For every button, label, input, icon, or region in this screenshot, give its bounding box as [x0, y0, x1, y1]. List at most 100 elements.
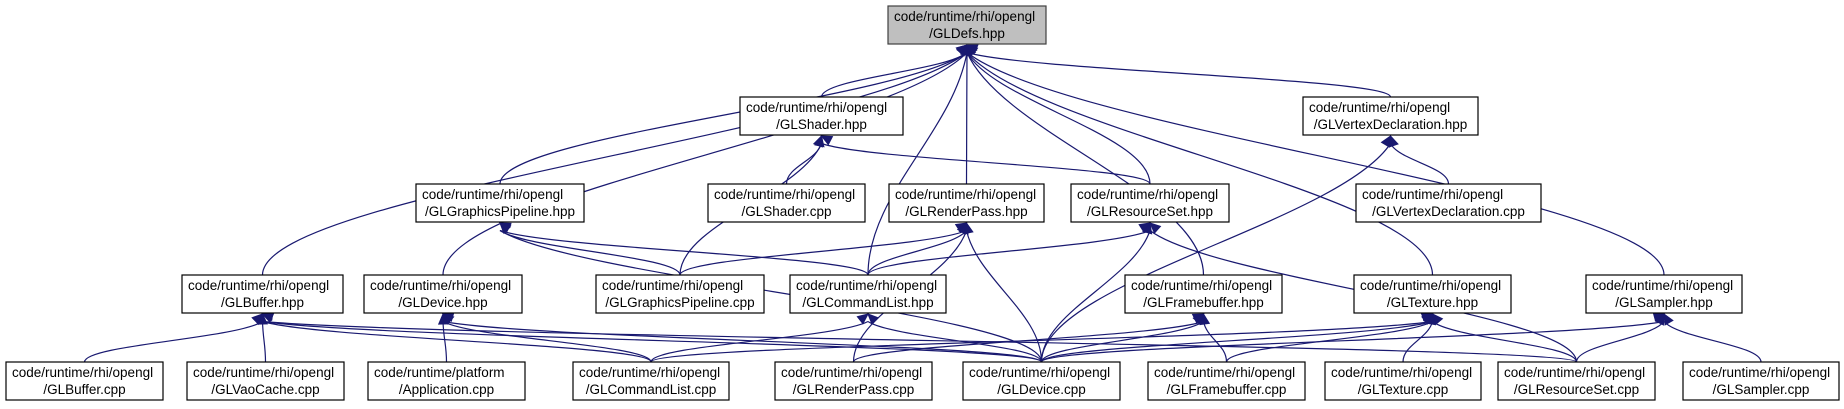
node-tex_c[interactable]: code/runtime/rhi/opengl/GLTexture.cpp [1324, 361, 1482, 401]
edge-device_c-to-rset_h [1040, 221, 1153, 363]
node-label-line2: /GLVaoCache.cpp [211, 382, 319, 397]
node-label-line1: code/runtime/rhi/opengl [1331, 365, 1472, 380]
node-label-line2: /GLDefs.hpp [929, 26, 1005, 41]
edge-rpass_c-to-fbuf_h [852, 313, 1205, 363]
node-label-line2: /Application.cpp [399, 382, 494, 397]
node-label-line2: /GLCommandList.cpp [586, 382, 717, 397]
edge-rset_c-to-sampler_h [1575, 312, 1665, 363]
node-box [1585, 274, 1743, 314]
node-label-line1: code/runtime/rhi/opengl [370, 278, 511, 293]
node-box [572, 361, 730, 401]
node-box [595, 274, 765, 314]
node-gpipe_h[interactable]: code/runtime/rhi/opengl/GLGraphicsPipeli… [415, 183, 585, 223]
node-box [186, 361, 345, 401]
node-label-line2: /GLGraphicsPipeline.hpp [425, 204, 575, 219]
node-buffer_h[interactable]: code/runtime/rhi/opengl/GLBuffer.hpp [181, 274, 344, 314]
node-rpass_h[interactable]: code/runtime/rhi/opengl/GLRenderPass.hpp [888, 183, 1045, 223]
node-gpipe_c[interactable]: code/runtime/rhi/opengl/GLGraphicsPipeli… [595, 274, 765, 314]
node-vao_c[interactable]: code/runtime/rhi/opengl/GLVaoCache.cpp [186, 361, 345, 401]
node-label-line1: code/runtime/rhi/opengl [1309, 100, 1450, 115]
node-shader_c[interactable]: code/runtime/rhi/opengl/GLShader.cpp [707, 183, 866, 223]
node-label-line2: /GLResourceSet.cpp [1514, 382, 1639, 397]
node-label-line1: code/runtime/rhi/opengl [894, 9, 1035, 24]
node-box [1124, 274, 1283, 314]
node-cmdlist_c[interactable]: code/runtime/rhi/opengl/GLCommandList.cp… [572, 361, 730, 401]
node-box [887, 5, 1047, 45]
node-label-line1: code/runtime/platform [374, 365, 505, 380]
node-device_h[interactable]: code/runtime/rhi/opengl/GLDevice.hpp [363, 274, 523, 314]
node-label-line1: code/runtime/rhi/opengl [714, 187, 855, 202]
node-label-line2: /GLTexture.cpp [1358, 382, 1449, 397]
node-box [181, 274, 344, 314]
node-fbuf_c[interactable]: code/runtime/rhi/opengl/GLFramebuffer.cp… [1147, 361, 1306, 401]
node-fbuf_h[interactable]: code/runtime/rhi/opengl/GLFramebuffer.hp… [1124, 274, 1283, 314]
node-rset_h[interactable]: code/runtime/rhi/opengl/GLResourceSet.hp… [1070, 183, 1230, 223]
edge-sampler_c-to-sampler_h [1663, 312, 1762, 363]
node-label-line1: code/runtime/rhi/opengl [1362, 187, 1503, 202]
node-box [1302, 96, 1479, 136]
node-label-line1: code/runtime/rhi/opengl [579, 365, 720, 380]
edge-rset_c-to-tex_h [1431, 313, 1578, 363]
node-box [1355, 183, 1542, 223]
node-rpass_c[interactable]: code/runtime/rhi/opengl/GLRenderPass.cpp [774, 361, 933, 401]
node-sampler_h[interactable]: code/runtime/rhi/opengl/GLSampler.hpp [1585, 274, 1743, 314]
node-box [707, 183, 866, 223]
node-label-line2: /GLDevice.cpp [997, 382, 1086, 397]
node-label-line1: code/runtime/rhi/opengl [12, 365, 153, 380]
node-tex_h[interactable]: code/runtime/rhi/opengl/GLTexture.hpp [1353, 274, 1512, 314]
edge-rset_c-to-buffer_h [261, 310, 1578, 363]
node-app_c[interactable]: code/runtime/platform/Application.cpp [367, 361, 526, 401]
nodes-layer: code/runtime/rhi/opengl/GLDefs.hppcode/r… [5, 5, 1840, 401]
node-label-line1: code/runtime/rhi/opengl [422, 187, 563, 202]
node-box [789, 274, 947, 314]
node-box [774, 361, 933, 401]
edge-device_c-to-vertex_h [1040, 134, 1392, 363]
node-box [5, 361, 164, 401]
node-box [1353, 274, 1512, 314]
node-sampler_c[interactable]: code/runtime/rhi/opengl/GLSampler.cpp [1682, 361, 1840, 401]
node-box [739, 96, 904, 136]
node-label-line1: code/runtime/rhi/opengl [1154, 365, 1295, 380]
node-shader_h[interactable]: code/runtime/rhi/opengl/GLShader.hpp [739, 96, 904, 136]
node-label-line1: code/runtime/rhi/opengl [1689, 365, 1830, 380]
node-label-line1: code/runtime/rhi/opengl [602, 278, 743, 293]
node-box [367, 361, 526, 401]
node-label-line1: code/runtime/rhi/opengl [1504, 365, 1645, 380]
node-rset_c[interactable]: code/runtime/rhi/opengl/GLResourceSet.cp… [1497, 361, 1656, 401]
edge-sampler_h-to-defs [966, 44, 1665, 276]
node-vertex_h[interactable]: code/runtime/rhi/opengl/GLVertexDeclarat… [1302, 96, 1479, 136]
edge-tex_h-to-defs [966, 44, 1434, 276]
node-device_c[interactable]: code/runtime/rhi/opengl/GLDevice.cpp [962, 361, 1121, 401]
node-box [1147, 361, 1306, 401]
node-label-line2: /GLRenderPass.hpp [905, 204, 1027, 219]
node-label-line2: /GLVertexDeclaration.hpp [1314, 117, 1468, 132]
node-label-line1: code/runtime/rhi/opengl [1077, 187, 1218, 202]
node-label-line1: code/runtime/rhi/opengl [193, 365, 334, 380]
node-label-line2: /GLBuffer.cpp [43, 382, 125, 397]
edge-device_c-to-cmdlist_h [867, 313, 1043, 363]
edge-buffer_c-to-buffer_h [83, 313, 264, 363]
edge-rset_h-to-shader_h [820, 135, 1151, 185]
node-label-line2: /GLSampler.hpp [1615, 295, 1713, 310]
node-label-line2: /GLShader.hpp [776, 117, 867, 132]
node-label-line2: /GLFramebuffer.hpp [1143, 295, 1264, 310]
edge-device_c-to-rpass_h [963, 221, 1043, 363]
edge-vertex_c-to-vertex_h [1388, 134, 1450, 185]
node-label-line2: /GLResourceSet.hpp [1087, 204, 1213, 219]
node-label-line1: code/runtime/rhi/opengl [746, 100, 887, 115]
node-box [1324, 361, 1482, 401]
node-box [1070, 183, 1230, 223]
edge-shader_h-to-defs [820, 44, 968, 98]
node-label-line2: /GLTexture.hpp [1387, 295, 1478, 310]
node-label-line2: /GLGraphicsPipeline.cpp [605, 295, 754, 310]
node-label-line2: /GLSampler.cpp [1713, 382, 1810, 397]
edge-fbuf_c-to-fbuf_h [1199, 312, 1228, 363]
node-vertex_c[interactable]: code/runtime/rhi/opengl/GLVertexDeclarat… [1355, 183, 1542, 223]
node-label-line2: /GLShader.cpp [741, 204, 831, 219]
node-label-line1: code/runtime/rhi/opengl [796, 278, 937, 293]
node-cmdlist_h[interactable]: code/runtime/rhi/opengl/GLCommandList.hp… [789, 274, 947, 314]
node-label-line2: /GLCommandList.hpp [802, 295, 933, 310]
node-defs[interactable]: code/runtime/rhi/opengl/GLDefs.hpp [887, 5, 1047, 45]
edge-cmdlist_c-to-device_h [442, 313, 652, 363]
node-buffer_c[interactable]: code/runtime/rhi/opengl/GLBuffer.cpp [5, 361, 164, 401]
